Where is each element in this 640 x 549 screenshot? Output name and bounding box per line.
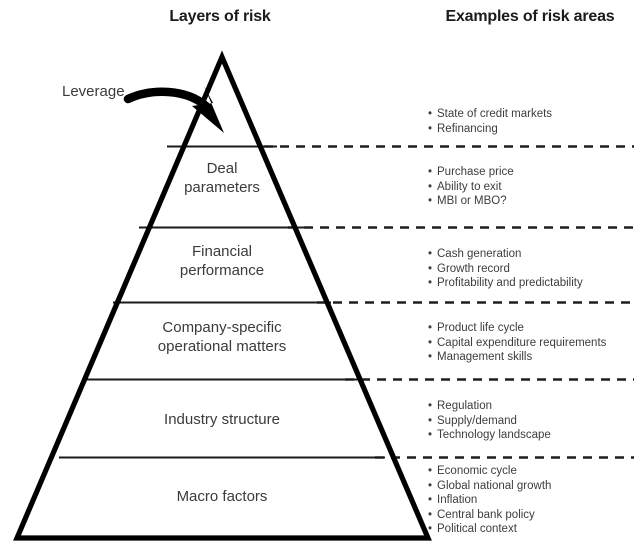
bullet-item-label: Economic cycle [437, 465, 517, 477]
pyramid-layer-company-specific: Company-specific operational matters [157, 319, 287, 355]
bullet-dot-icon: • [428, 429, 433, 441]
bullet-dot-icon: • [428, 508, 433, 521]
bullet-item-label: Supply/demand [437, 414, 517, 427]
bullet-item-label: Central bank policy [437, 508, 535, 521]
column-header-examples: Examples of risk areas [445, 8, 615, 25]
bullet-dot-icon: • [428, 465, 433, 477]
dashed-connector-lines [264, 145, 634, 459]
bullet-item-label: Capital expenditure requirements [437, 336, 607, 349]
bullet-item-label: Political context [437, 523, 517, 535]
pyramid-layer-deal-parameters: Deal parameters [184, 160, 260, 196]
examples-list-macro-factors: • Economic cycle • Global national growth • I… [428, 464, 640, 537]
bullet-item: • Inflation [428, 493, 640, 508]
bullet-item-label: Product life cycle [437, 322, 524, 334]
bullet-item-label: Global national growth [437, 479, 552, 492]
bullet-dot-icon: • [428, 336, 433, 349]
bullet-item: • MBI or MBO? [428, 194, 640, 209]
bullet-item-label: Management skills [437, 351, 533, 363]
bullet-item-label: Profitability and predictability [437, 277, 583, 289]
bullet-dot-icon: • [428, 180, 433, 193]
pyramid-outline [13, 50, 432, 541]
bullet-dot-icon: • [428, 351, 433, 363]
bullet-item-label: Refinancing [437, 122, 498, 135]
bullet-dot-icon: • [428, 494, 433, 506]
bullet-item-label: Purchase price [437, 166, 514, 178]
examples-list-deal-parameters: • Purchase price • Ability to exit • MBI or M… [428, 165, 640, 209]
bullet-dot-icon: • [428, 195, 433, 207]
bullet-item: • Technology landscape [428, 428, 640, 443]
bullet-dot-icon: • [428, 414, 433, 427]
pyramid-layer-macro-factors: Macro factors [176, 488, 268, 505]
bullet-item: • Global national growth [428, 479, 640, 494]
bullet-item: • Central bank policy [428, 508, 640, 523]
bullet-item-label: MBI or MBO? [437, 195, 507, 207]
pyramid-layer-dividers [59, 145, 385, 459]
bullet-item: • Capital expenditure requirements [428, 336, 640, 351]
bullet-item-label: State of credit markets [437, 108, 553, 120]
bullet-dot-icon: • [428, 523, 433, 535]
leverage-annotation-label: Leverage [62, 83, 125, 100]
bullet-item: • Product life cycle [428, 321, 640, 336]
examples-list-company-specific: • Product life cycle • Capital expenditure … [428, 321, 640, 365]
bullet-dot-icon: • [428, 248, 433, 260]
bullet-item: • Purchase price [428, 165, 640, 180]
examples-list-financial-performance: • Cash generation • Growth record • Profitabi… [428, 247, 640, 291]
curved-arrow-icon [123, 86, 224, 133]
examples-list-apex: • State of credit markets • Refinancing [428, 107, 640, 136]
bullet-dot-icon: • [428, 166, 433, 178]
bullet-dot-icon: • [428, 322, 433, 334]
bullet-item-label: Regulation [437, 400, 492, 412]
bullet-item-label: Ability to exit [437, 180, 502, 193]
bullet-item: • State of credit markets [428, 107, 640, 122]
bullet-dot-icon: • [428, 108, 433, 120]
bullet-item: • Economic cycle [428, 464, 640, 479]
bullet-item: • Ability to exit [428, 180, 640, 195]
bullet-item-label: Growth record [437, 262, 510, 275]
bullet-item: • Cash generation [428, 247, 640, 262]
pyramid-layer-financial-performance: Financial performance [179, 243, 265, 279]
bullet-item: • Refinancing [428, 122, 640, 137]
bullet-item: • Profitability and predictability [428, 276, 640, 291]
bullet-item: • Management skills [428, 350, 640, 365]
bullet-dot-icon: • [428, 122, 433, 135]
bullet-item: • Supply/demand [428, 414, 640, 429]
bullet-dot-icon: • [428, 262, 433, 275]
bullet-item: • Regulation [428, 399, 640, 414]
bullet-dot-icon: • [428, 479, 433, 492]
bullet-dot-icon: • [428, 400, 433, 412]
bullet-item-label: Technology landscape [437, 429, 551, 441]
bullet-dot-icon: • [428, 277, 433, 289]
examples-list-industry-structure: • Regulation • Supply/demand • Technology lan… [428, 399, 640, 443]
pyramid-layer-industry-structure: Industry structure [164, 411, 280, 428]
bullet-item: • Growth record [428, 262, 640, 277]
column-header-layers: Layers of risk [169, 8, 271, 25]
bullet-item-label: Inflation [437, 494, 478, 506]
bullet-item: • Political context [428, 522, 640, 537]
bullet-item-label: Cash generation [437, 248, 522, 260]
